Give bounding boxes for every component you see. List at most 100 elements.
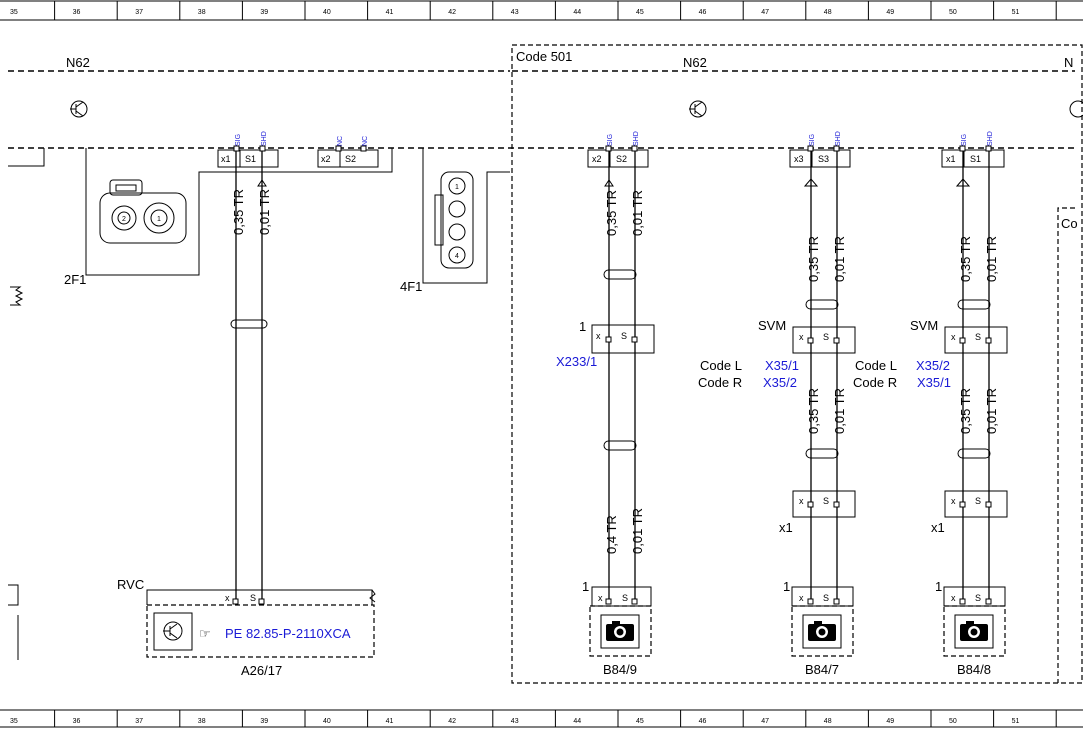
x351-link-b847[interactable]: X35/1 <box>765 358 799 373</box>
svm-connector-b848 <box>944 326 1008 354</box>
left-partial-box <box>8 584 19 606</box>
camera-icon-b847 <box>802 614 842 649</box>
fuse-4f1-outline <box>422 148 510 284</box>
wire-label-b848-001a: 0,01 TR <box>984 236 999 282</box>
svm-b847-pin-x: x <box>799 332 804 342</box>
ruler-label-top: 50 <box>949 9 957 16</box>
b848-connector <box>943 586 1006 607</box>
connector-socket-c1: S1 <box>970 154 981 164</box>
connector-id-left2: x2 <box>321 154 331 164</box>
b849-pin-number: 1 <box>582 579 589 594</box>
code-r-b848: Code R <box>853 375 897 390</box>
b847-pin-x: x <box>799 593 804 603</box>
x1-b847-pin-x: x <box>799 496 804 506</box>
reference-link[interactable]: PE 82.85-P-2110XCA <box>225 626 351 641</box>
svm-label-b847: SVM <box>758 318 786 333</box>
x233-connector <box>591 324 655 354</box>
a26-17-component <box>146 604 375 658</box>
ruler-label-top: 46 <box>699 9 707 16</box>
wire-label-left-001: 0,01 TR <box>257 189 272 235</box>
b848-pin-s: S <box>975 593 981 603</box>
module-label-right: N <box>1064 55 1073 70</box>
rvc-pin-s: S <box>250 593 256 603</box>
code-l-b847: Code L <box>700 358 742 373</box>
ruler-label-top: 48 <box>824 9 832 16</box>
x1-label-b848: x1 <box>931 520 945 535</box>
pin-sig-left: SIG <box>235 134 242 146</box>
b848-camera-box <box>943 605 1006 657</box>
fuse-4f1-pin4: 4 <box>455 253 459 260</box>
code-501-frame <box>511 44 1083 684</box>
a26-transistor-box <box>153 612 193 651</box>
signal-arrow-b847 <box>803 178 819 187</box>
b849-camera-box <box>589 605 652 657</box>
svm-b847-pin-s: S <box>823 332 829 342</box>
wire-label-b849-001b: 0,01 TR <box>630 508 645 554</box>
ruler-label-top: 44 <box>573 9 581 16</box>
svm-label-b848: SVM <box>910 318 938 333</box>
pin-sig-c1: SIG <box>961 134 968 146</box>
b847-camera-box <box>791 605 854 657</box>
transistor-icon-center <box>689 100 707 118</box>
connector-socket-left2: S2 <box>345 154 356 164</box>
shield-loop-b848-1 <box>957 299 991 310</box>
pin-shd-c1: SHD <box>987 131 994 146</box>
connector-socket-c3: S3 <box>818 154 829 164</box>
b848-pin-x: x <box>951 593 956 603</box>
pin-shd-left: SHD <box>261 131 268 146</box>
transistor-icon-right <box>1069 100 1083 118</box>
camera-icon-b848 <box>954 614 994 649</box>
top-ruler <box>0 0 1083 21</box>
ruler-label-top: 39 <box>260 9 268 16</box>
signal-arrow-b848 <box>955 178 971 187</box>
wire-label-b847-035a: 0,35 TR <box>806 236 821 282</box>
ruler-label-bottom: 43 <box>511 718 519 725</box>
rvc-pin-x: x <box>225 593 230 603</box>
b848-pin-number: 1 <box>935 579 942 594</box>
fuse-2f1-outline <box>85 148 393 276</box>
ruler-label-bottom: 37 <box>135 718 143 725</box>
ruler-label-bottom: 42 <box>448 718 456 725</box>
x351-link-b848[interactable]: X35/1 <box>917 375 951 390</box>
b849-pin-x: x <box>598 593 603 603</box>
x1-connector-b848 <box>944 490 1008 518</box>
module-label-center: N62 <box>683 55 707 70</box>
shield-loop-left <box>230 319 268 329</box>
fuse-2f1-pin1: 1 <box>157 216 161 223</box>
x352-link-b848[interactable]: X35/2 <box>916 358 950 373</box>
ruler-label-bottom: 47 <box>761 718 769 725</box>
shield-loop-b847-1 <box>805 299 839 310</box>
x1-connector-b847 <box>792 490 856 518</box>
b848-label: B84/8 <box>957 662 991 677</box>
ruler-label-bottom: 48 <box>824 718 832 725</box>
pin-nc-1: NC <box>337 136 344 146</box>
x233-pin-x: x <box>596 331 601 341</box>
x233-link[interactable]: X233/1 <box>556 354 597 369</box>
b849-connector <box>591 586 652 607</box>
a26-transistor-icon <box>163 621 183 641</box>
connector-socket-left1: S1 <box>245 154 256 164</box>
b849-pin-s: S <box>622 593 628 603</box>
pin-sig-c2: SIG <box>607 134 614 146</box>
signal-arrow-b849 <box>604 179 614 187</box>
a26-17-label: A26/17 <box>241 663 282 678</box>
x352-link-b847[interactable]: X35/2 <box>763 375 797 390</box>
left-stub <box>8 148 45 167</box>
pin-sig-c3: SIG <box>809 134 816 146</box>
svm-b848-pin-s: S <box>975 332 981 342</box>
ruler-label-top: 41 <box>386 9 394 16</box>
ruler-label-bottom: 50 <box>949 718 957 725</box>
hand-pointer-icon: ☞ <box>199 626 211 641</box>
code-frame-label: Co <box>1061 216 1078 231</box>
ruler-label-bottom: 41 <box>386 718 394 725</box>
module-label-left: N62 <box>66 55 90 70</box>
ruler-label-top: 37 <box>135 9 143 16</box>
ruler-label-bottom: 51 <box>1012 718 1020 725</box>
wire-label-b847-035b: 0,35 TR <box>806 388 821 434</box>
connector-id-c3: x3 <box>794 154 804 164</box>
rvc-label: RVC <box>117 577 144 592</box>
svm-b848-pin-x: x <box>951 332 956 342</box>
resistor-icon <box>10 286 24 306</box>
connector-socket-c2: S2 <box>616 154 627 164</box>
b847-label: B84/7 <box>805 662 839 677</box>
